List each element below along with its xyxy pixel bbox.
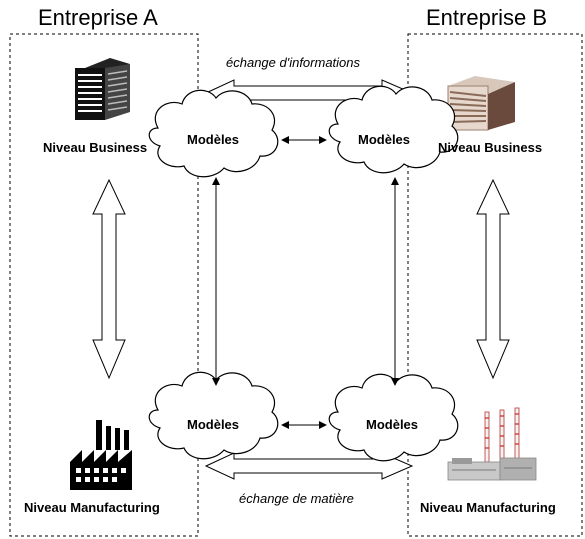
enterprise-a-boundary xyxy=(9,33,199,537)
material-exchange-arrow xyxy=(204,452,414,480)
models-label-top-right: Modèles xyxy=(358,132,411,147)
power-plant-icon xyxy=(447,407,537,481)
models-cloud-top-left xyxy=(148,89,279,178)
enterprise-b-title: Entreprise B xyxy=(426,5,548,30)
enterprise-a-manufacturing-level: Niveau Manufacturing xyxy=(24,500,160,515)
models-cloud-bottom-right xyxy=(328,373,459,462)
vertical-link-arrow-b xyxy=(476,178,510,380)
information-exchange-label: échange d'informations xyxy=(226,55,361,70)
enterprise-b-manufacturing-level: Niveau Manufacturing xyxy=(420,500,556,515)
models-cloud-bottom-left xyxy=(148,371,279,460)
enterprise-b-business-level: Niveau Business xyxy=(438,140,543,155)
office-building-icon xyxy=(75,58,130,120)
models-label-top-left: Modèles xyxy=(187,132,240,147)
office-building-icon xyxy=(447,76,515,131)
vertical-link-arrow-a xyxy=(92,178,126,380)
enterprise-b-boundary xyxy=(407,33,583,537)
factory-icon xyxy=(70,420,132,490)
enterprise-a-business-level: Niveau Business xyxy=(43,140,148,155)
models-label-bottom-right: Modèles xyxy=(366,417,419,432)
enterprise-a-title: Entreprise A xyxy=(38,5,158,30)
material-exchange-label: échange de matière xyxy=(239,491,354,506)
models-cloud-top-right xyxy=(328,85,459,174)
models-label-bottom-left: Modèles xyxy=(187,417,240,432)
